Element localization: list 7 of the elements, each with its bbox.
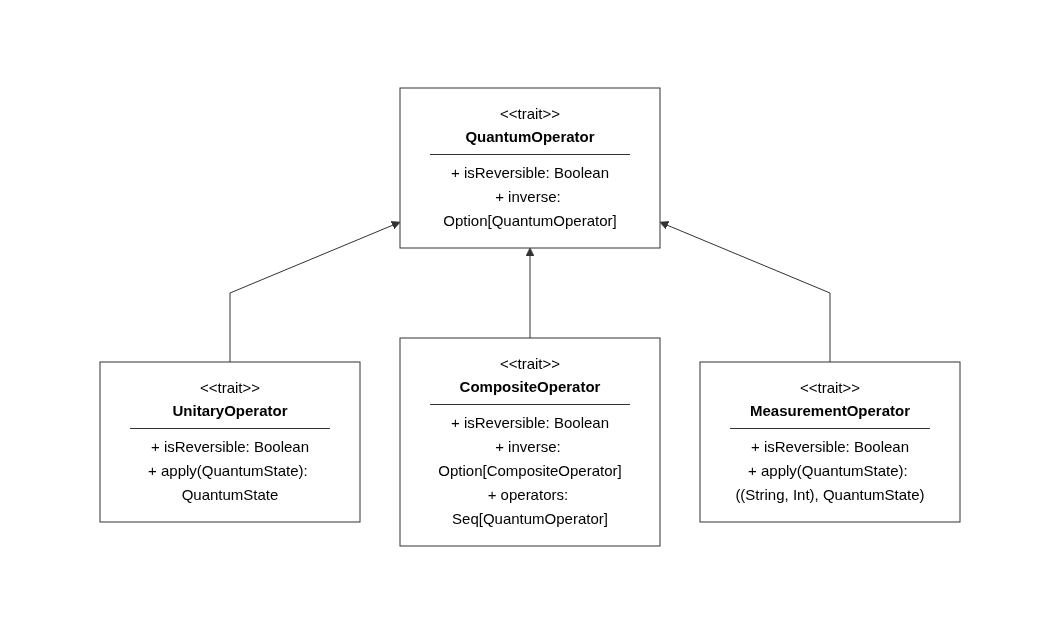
node-box: <<trait>> UnitaryOperator + isReversible: Boolean + apply(QuantumState): QuantumState (99, 361, 361, 522)
arrow (525, 247, 535, 338)
node-box: <<trait>> QuantumOperator + isReversible: Boolean + inverse: Option[QuantumOperator] (399, 87, 661, 248)
node-box: <<trait>> CompositeOperator + isReversible: Boolean + inverse: Option[CompositeOperator] + operators: Seq[QuantumOperator] (399, 337, 661, 546)
arrow (229, 220, 401, 362)
arrow (659, 220, 831, 362)
node-box: <<trait>> MeasurementOperator + isReversible: Boolean + apply(QuantumState): ((String, Int), QuantumState) (699, 361, 961, 522)
